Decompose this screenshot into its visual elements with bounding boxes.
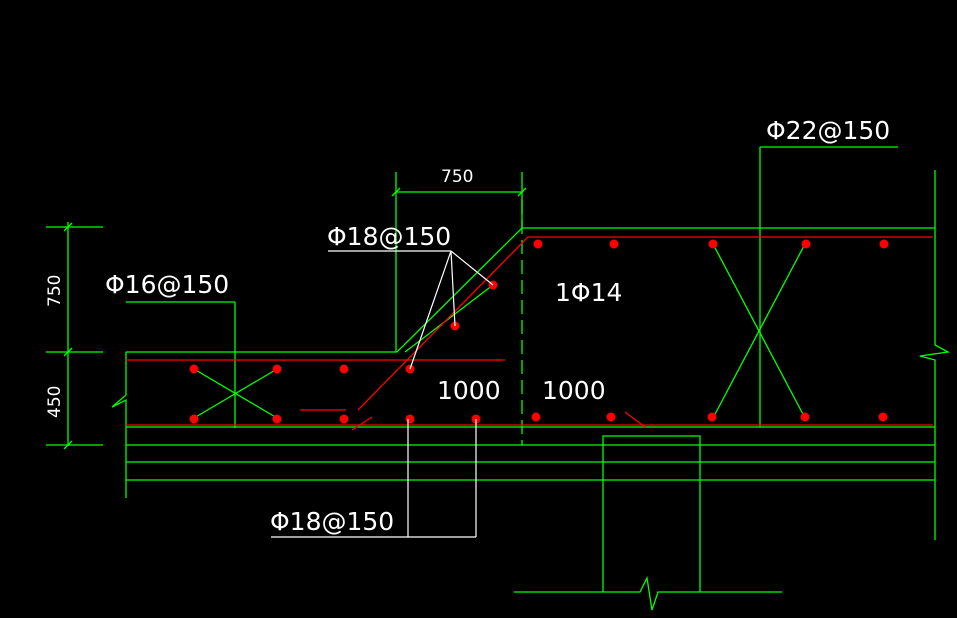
- rebar-22-label: Φ22@150: [766, 116, 890, 145]
- concrete-outline: [46, 146, 951, 611]
- rebar-dot: [800, 412, 810, 422]
- rebar-18-lower-label: Φ18@150: [270, 507, 394, 536]
- rebar-dot: [272, 414, 282, 424]
- rebar-dot: [405, 414, 415, 424]
- rebar-dot: [339, 414, 349, 424]
- rebar-dot: [339, 364, 349, 374]
- rebar-14-label: 1Φ14: [555, 278, 622, 307]
- span-left-label: 1000: [437, 376, 501, 405]
- rebar-dot: [272, 364, 282, 374]
- rebar-16-label: Φ16@150: [105, 270, 229, 299]
- top-dimension-label: 750: [441, 167, 473, 187]
- rebar-dot: [707, 412, 717, 422]
- rebar-dot: [533, 239, 543, 249]
- rebar-lines: [126, 236, 933, 431]
- rebar-18-upper-label: Φ18@150: [327, 222, 451, 251]
- left-dimension-lower-label: 450: [45, 386, 65, 418]
- leader-lines: [271, 250, 494, 538]
- rebar-dot: [606, 412, 616, 422]
- rebar-dot: [879, 239, 889, 249]
- rebar-dot: [531, 412, 541, 422]
- span-right-label: 1000: [542, 376, 606, 405]
- rebar-dot: [878, 412, 888, 422]
- rebar-dot: [708, 239, 718, 249]
- rebar-dot: [801, 239, 811, 249]
- left-dimension-upper-label: 750: [45, 275, 65, 307]
- rebar-dot: [189, 364, 199, 374]
- rebar-dots: [189, 239, 889, 424]
- rebar-dot: [189, 414, 199, 424]
- rebar-dot: [609, 239, 619, 249]
